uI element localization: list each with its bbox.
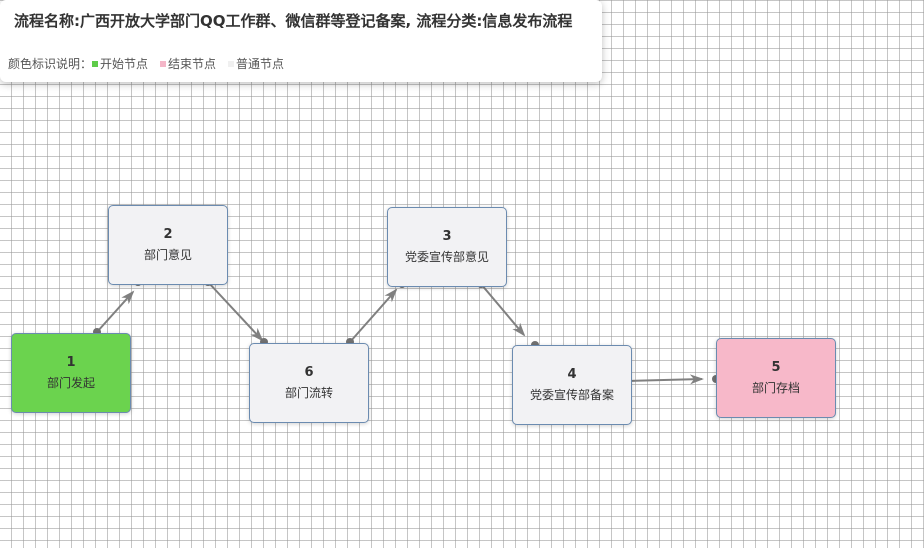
- flow-node-6[interactable]: 6 部门流转: [249, 343, 369, 423]
- flow-title: 流程名称:广西开放大学部门QQ工作群、微信群等登记备案, 流程分类:信息发布流程: [14, 12, 573, 30]
- end-swatch-icon: [160, 60, 167, 67]
- node-label: 部门意见: [143, 248, 192, 262]
- node-label: 部门存档: [751, 381, 800, 395]
- edge-3-4: [480, 283, 526, 337]
- edge-1-2: [96, 290, 135, 333]
- edge-2-6: [207, 281, 264, 342]
- legend-item-end: 结束节点: [160, 55, 216, 72]
- legend-caption: 颜色标识说明：: [8, 57, 93, 71]
- flow-info-panel: 流程名称:广西开放大学部门QQ工作群、微信群等登记备案, 流程分类:信息发布流程…: [0, 0, 602, 82]
- normal-swatch-icon: [228, 60, 235, 67]
- edge-4-5: [627, 374, 704, 385]
- node-label: 党委宣传部意见: [404, 250, 489, 264]
- legend-label-normal: 普通节点: [236, 57, 285, 71]
- flow-node-1[interactable]: 1 部门发起: [11, 333, 131, 413]
- node-number: 1: [66, 355, 76, 370]
- node-label: 部门发起: [46, 376, 95, 390]
- edge-6-3: [349, 288, 398, 343]
- node-number: 5: [771, 360, 781, 375]
- flow-node-5[interactable]: 5 部门存档: [716, 338, 836, 418]
- legend-label-end: 结束节点: [168, 57, 217, 71]
- start-swatch-icon: [92, 60, 99, 67]
- node-number: 6: [304, 365, 314, 380]
- node-number: 4: [567, 367, 577, 382]
- color-legend: 颜色标识说明： 开始节点 结束节点 普通节点: [8, 55, 296, 72]
- node-number: 3: [442, 229, 452, 244]
- node-label: 党委宣传部备案: [529, 388, 614, 402]
- node-label: 部门流转: [284, 386, 333, 400]
- flow-node-2[interactable]: 2 部门意见: [108, 205, 228, 285]
- flow-node-4[interactable]: 4 党委宣传部备案: [512, 345, 632, 425]
- flow-node-3[interactable]: 3 党委宣传部意见: [387, 207, 507, 287]
- legend-item-start: 开始节点: [92, 55, 148, 72]
- legend-label-start: 开始节点: [100, 57, 149, 71]
- legend-item-normal: 普通节点: [228, 55, 284, 72]
- node-number: 2: [163, 227, 173, 242]
